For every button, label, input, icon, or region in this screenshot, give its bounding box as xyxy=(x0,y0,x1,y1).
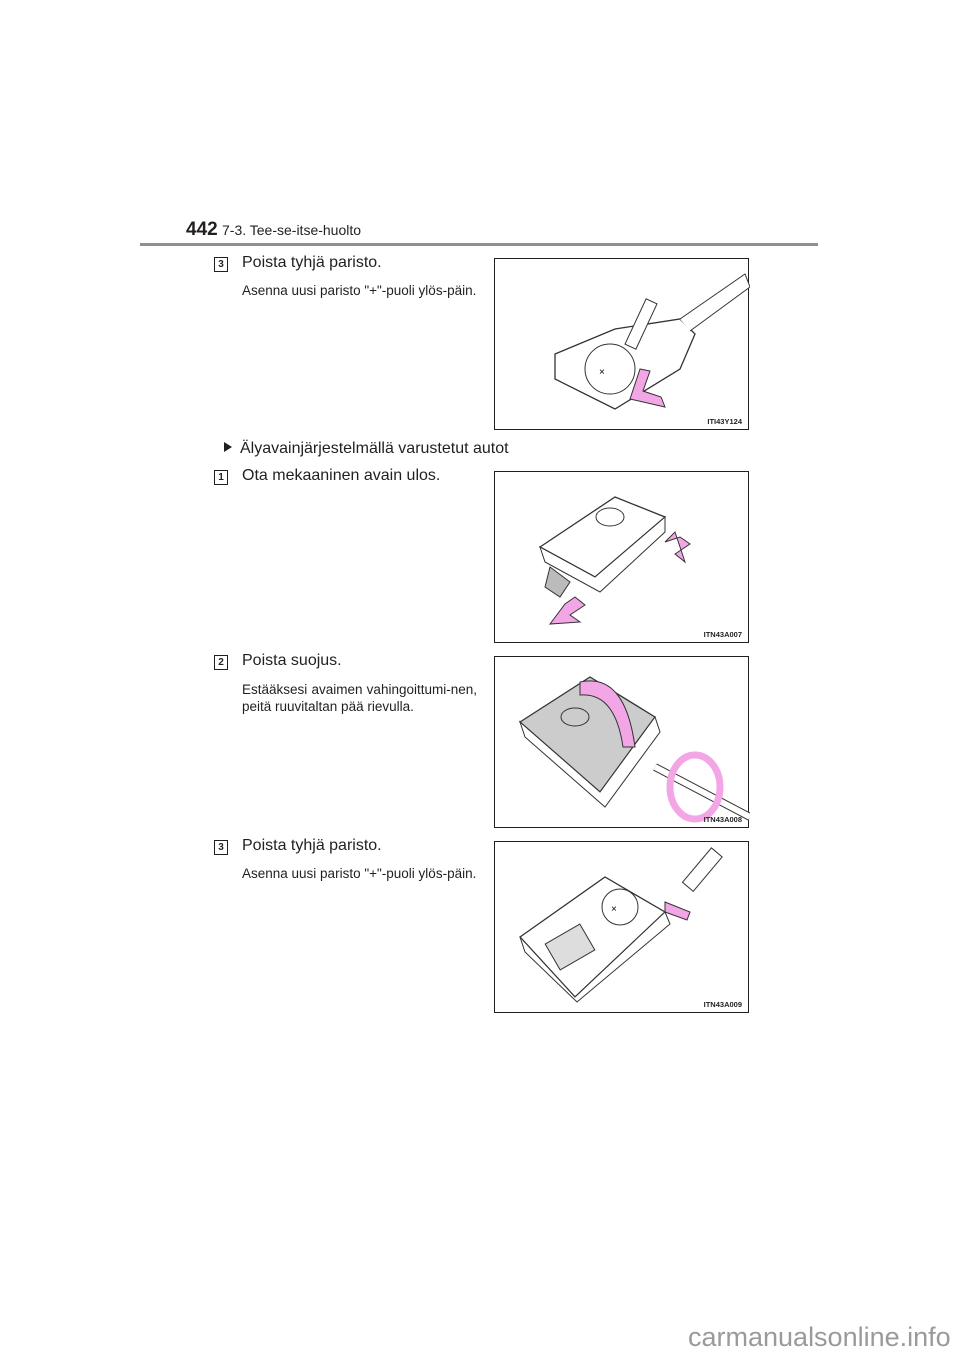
figure-code: ITN43A007 xyxy=(703,630,742,639)
key-battery-illustration: × xyxy=(554,273,750,410)
svg-text:×: × xyxy=(599,367,605,378)
triangle-bullet-icon xyxy=(224,442,232,452)
figure-remove-battery-key: × ITI43Y124 xyxy=(494,258,750,430)
step-text: Estääksesi avaimen vahingoittumi-nen, pe… xyxy=(242,682,477,714)
figure-remove-battery-smart-key: × ITN43A009 xyxy=(494,841,749,1013)
step-number: 3 xyxy=(214,257,228,272)
step-number: 1 xyxy=(214,470,228,485)
watermark: carmanualsonline.info xyxy=(688,1322,951,1352)
step-number: 2 xyxy=(214,655,228,670)
step-heading: Poista suojus. xyxy=(242,652,342,669)
step-text: Asenna uusi paristo "+"-puoli ylös-päin. xyxy=(242,283,477,298)
section-title: 7-3. Tee-se-itse-huolto xyxy=(222,222,362,238)
page-number: 442 xyxy=(186,219,218,240)
subsection-heading: Älyavainjärjestelmällä varustetut autot xyxy=(224,440,509,458)
step-text: Asenna uusi paristo "+"-puoli ylös-päin. xyxy=(242,866,477,881)
figure-remove-cover: ITN43A008 xyxy=(494,656,750,828)
header-rule xyxy=(140,243,818,246)
cover-removal-illustration xyxy=(518,676,750,823)
figure-code: ITN43A008 xyxy=(703,815,742,824)
subsection-text: Älyavainjärjestelmällä varustetut autot xyxy=(240,440,509,457)
svg-text:×: × xyxy=(611,904,617,915)
smart-key-illustration xyxy=(538,496,691,625)
smart-key-battery-illustration: × xyxy=(519,847,723,1003)
step-heading: Poista tyhjä paristo. xyxy=(242,837,382,854)
step-number: 3 xyxy=(214,840,228,855)
step-heading: Poista tyhjä paristo. xyxy=(242,254,382,271)
figure-code: ITI43Y124 xyxy=(707,417,742,426)
step-heading: Ota mekaaninen avain ulos. xyxy=(242,467,441,484)
figure-remove-mechanical-key: ITN43A007 xyxy=(494,471,749,643)
figure-code: ITN43A009 xyxy=(703,1000,742,1009)
